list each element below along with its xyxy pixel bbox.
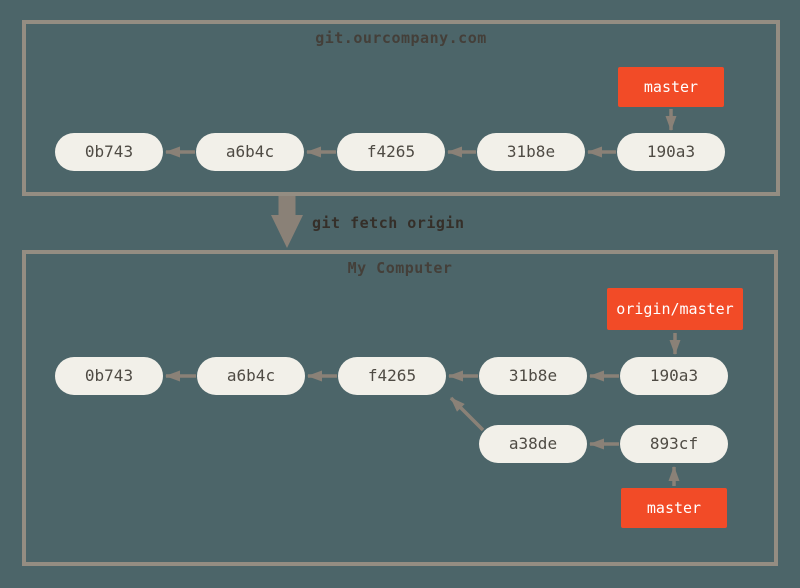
commit-node: 190a3 xyxy=(620,357,728,395)
branch-label-local-master: master xyxy=(621,488,727,528)
commit-node: a6b4c xyxy=(196,133,304,171)
commit-node: 0b743 xyxy=(55,357,163,395)
commit-node: 31b8e xyxy=(479,357,587,395)
commit-node: 0b743 xyxy=(55,133,163,171)
remote-repo-box: git.ourcompany.com xyxy=(22,20,780,196)
local-repo-title: My Computer xyxy=(347,259,453,277)
commit-node: 190a3 xyxy=(617,133,725,171)
commit-node: 31b8e xyxy=(477,133,585,171)
fetch-command-label: git fetch origin xyxy=(312,214,465,232)
commit-node: f4265 xyxy=(338,357,446,395)
branch-label-local-origin-master: origin/master xyxy=(607,288,743,330)
commit-node: a6b4c xyxy=(197,357,305,395)
branch-label-remote-master: master xyxy=(618,67,724,107)
fetch-arrow-icon xyxy=(271,196,303,248)
commit-node: 893cf xyxy=(620,425,728,463)
remote-repo-title: git.ourcompany.com xyxy=(315,29,487,47)
local-repo-box: My Computer xyxy=(22,250,778,566)
commit-node: f4265 xyxy=(337,133,445,171)
commit-node: a38de xyxy=(479,425,587,463)
